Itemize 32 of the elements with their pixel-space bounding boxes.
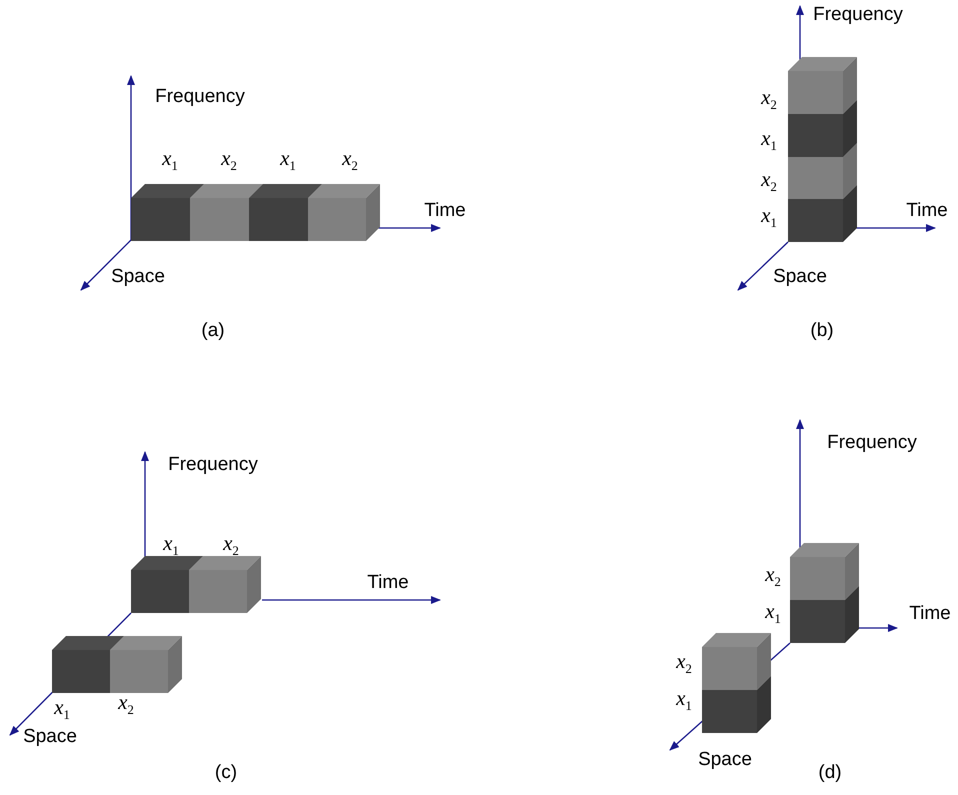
variable-label: x$_{2}$ — [342, 146, 358, 174]
axis-label: Frequency — [155, 86, 245, 108]
variable-label: x$_{1}$ — [761, 202, 777, 232]
variable-label: x$_{1}$ — [54, 694, 70, 724]
variable-label: x$_{1}$ — [676, 686, 692, 714]
panel-label: (d) — [818, 762, 842, 784]
variable-label: x$_{1}$ — [761, 126, 777, 154]
variable-label: x$_{2}$ — [118, 690, 134, 718]
axis-label: Frequency — [813, 4, 903, 26]
axis-label: Space — [773, 266, 827, 288]
panel-label: (a) — [201, 320, 225, 342]
panel-label: (c) — [214, 762, 238, 784]
axis-label: Time — [909, 603, 951, 625]
axis-label: Space — [111, 266, 165, 288]
axis-label: Frequency — [827, 432, 917, 454]
axis-label: Space — [698, 749, 752, 771]
variable-label: x$_{2}$ — [765, 562, 781, 590]
panel-label: (b) — [810, 320, 834, 342]
variable-label: x$_{1}$ — [163, 530, 179, 560]
variable-label: x$_{2}$ — [221, 146, 237, 174]
axis-label: Space — [23, 726, 77, 748]
axis-label: Time — [906, 200, 948, 222]
variable-label: x$_{1}$ — [280, 146, 296, 174]
axis-label: Frequency — [168, 454, 258, 476]
variable-label: x$_{1}$ — [765, 598, 781, 628]
axis-label: Time — [367, 572, 409, 594]
variable-label: x$_{2}$ — [223, 530, 239, 560]
variable-label: x$_{2}$ — [676, 648, 692, 678]
variable-label: x$_{2}$ — [761, 84, 777, 114]
variable-label: x$_{2}$ — [761, 166, 777, 196]
variable-label: x$_{1}$ — [162, 146, 178, 174]
axis-label: Time — [424, 200, 466, 222]
